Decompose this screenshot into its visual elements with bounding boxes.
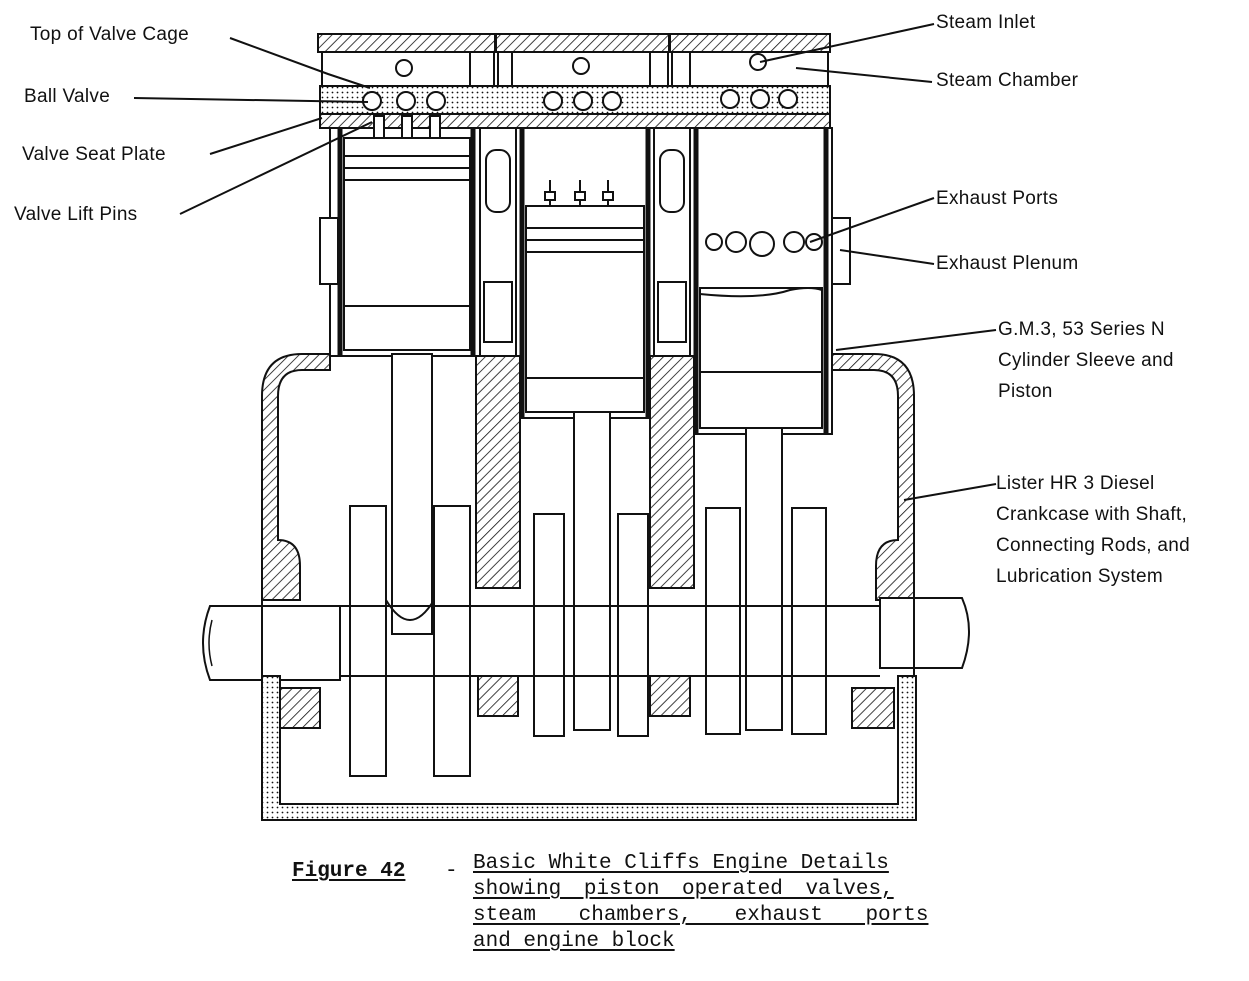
label-cylinder-sleeve-line: Cylinder Sleeve and: [998, 350, 1174, 371]
top-valve-cage-plates: [317, 33, 831, 53]
label-top-of-valve-cage: Top of Valve Cage: [30, 24, 189, 45]
label-valve-seat-plate: Valve Seat Plate: [22, 144, 166, 165]
exhaust-port: [749, 231, 775, 257]
label-crankcase-line: Crankcase with Shaft,: [996, 504, 1188, 525]
valve-seat-plate: [319, 113, 831, 129]
label-cylinder-sleeve-line: Piston: [998, 381, 1053, 402]
caption-line: Basic White Cliffs Engine Details: [473, 852, 889, 875]
label-cylinder-sleeve: G.M.3, 53 Series N Cylinder Sleeve and P…: [998, 314, 1174, 407]
steam-inlet-port: [395, 59, 413, 77]
ball-valve-plate: [319, 85, 831, 115]
caption-line: steam chambers, exhaust ports: [473, 904, 929, 927]
oil-sump: [261, 596, 917, 821]
caption-line: showing piston operated valves,: [473, 878, 894, 901]
exhaust-port: [805, 233, 823, 251]
piston-left: [343, 115, 471, 351]
label-cylinder-sleeve-line: G.M.3, 53 Series N: [998, 319, 1165, 340]
label-steam-inlet: Steam Inlet: [936, 12, 1036, 33]
label-crankcase-line: Lubrication System: [996, 566, 1163, 587]
caption-dash: -: [445, 860, 458, 883]
exhaust-port: [725, 231, 747, 253]
label-ball-valve: Ball Valve: [24, 86, 111, 107]
crank-assembly-middle: [533, 411, 649, 737]
crank-assembly-right: [705, 427, 827, 735]
main-bearings: [277, 675, 895, 729]
label-crankcase-line: Connecting Rods, and: [996, 535, 1191, 556]
steam-chambers: [321, 51, 829, 87]
piston-middle: [525, 180, 645, 413]
label-exhaust-plenum: Exhaust Plenum: [936, 253, 1079, 274]
leader-lines: [133, 23, 997, 501]
exhaust-port: [705, 233, 723, 251]
label-exhaust-ports: Exhaust Ports: [936, 188, 1059, 209]
crankshaft: [202, 597, 970, 681]
label-valve-lift-pins: Valve Lift Pins: [14, 204, 138, 225]
figure-number: Figure 42: [292, 860, 406, 883]
label-crankcase: Lister HR 3 Diesel Crankcase with Shaft,…: [996, 468, 1190, 592]
exhaust-port: [783, 231, 805, 253]
crank-assembly-left: [349, 353, 471, 777]
caption-line: and engine block: [473, 930, 675, 953]
label-steam-chamber: Steam Chamber: [936, 70, 1079, 91]
label-crankcase-line: Lister HR 3 Diesel: [996, 473, 1155, 494]
crankcase-walls: [261, 353, 915, 601]
piston-right: [699, 231, 823, 429]
